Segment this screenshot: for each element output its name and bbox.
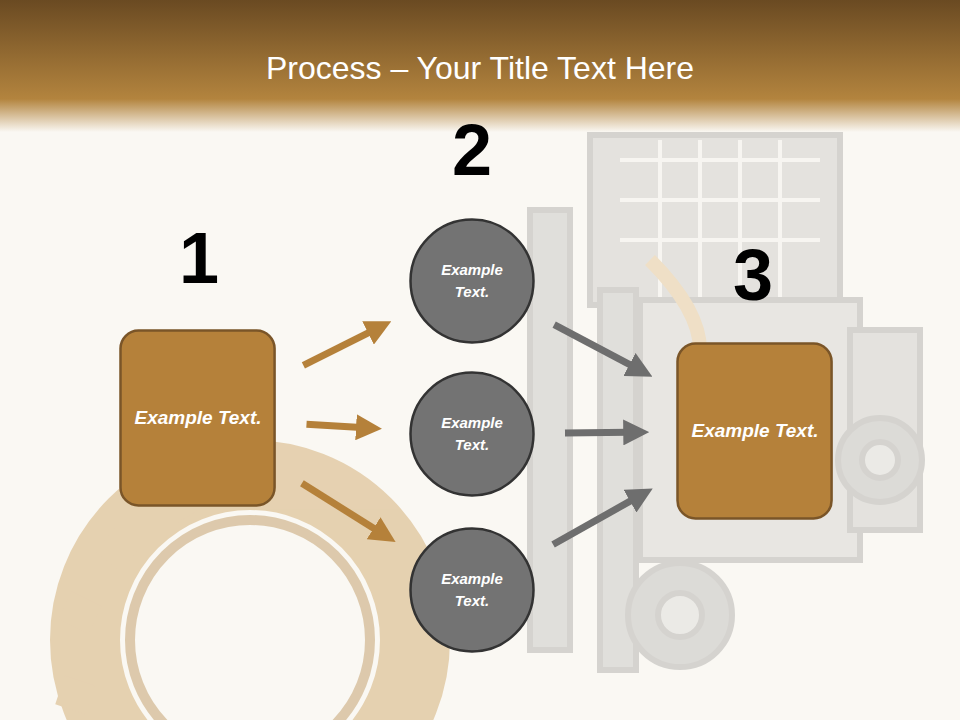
circle-outline — [409, 371, 535, 497]
node-text: Example Text. — [691, 417, 818, 445]
process-box: Example Text. — [119, 329, 276, 507]
process-circle: Example Text. — [409, 371, 535, 497]
process-box: Example Text. — [676, 342, 833, 520]
step-number: 1 — [179, 222, 219, 294]
flow-arrow — [565, 429, 628, 437]
forklift-illustration — [530, 135, 922, 670]
step-number: 2 — [452, 114, 492, 186]
box-shape — [678, 344, 832, 519]
header-band — [0, 0, 960, 132]
step-number: 3 — [733, 239, 773, 311]
node-text: Example Text. — [427, 412, 517, 456]
circle-shape — [411, 373, 534, 496]
flow-arrow — [302, 483, 378, 531]
flow-arrow — [303, 331, 372, 366]
process-circle: Example Text. — [409, 218, 535, 344]
flow-arrow — [306, 424, 361, 427]
node-text: Example Text. — [134, 404, 261, 432]
slide-title: Process – Your Title Text Here — [0, 50, 960, 87]
circle-outline — [409, 218, 535, 344]
flow-arrow — [553, 499, 635, 545]
node-text: Example Text. — [427, 259, 517, 303]
circle-shape — [411, 529, 534, 652]
process-circle: Example Text. — [409, 527, 535, 653]
box-shape — [121, 331, 275, 506]
node-text: Example Text. — [427, 568, 517, 612]
gear-illustration — [60, 475, 415, 720]
circle-shape — [411, 220, 534, 343]
circle-outline — [409, 527, 535, 653]
flow-arrow — [554, 325, 634, 367]
